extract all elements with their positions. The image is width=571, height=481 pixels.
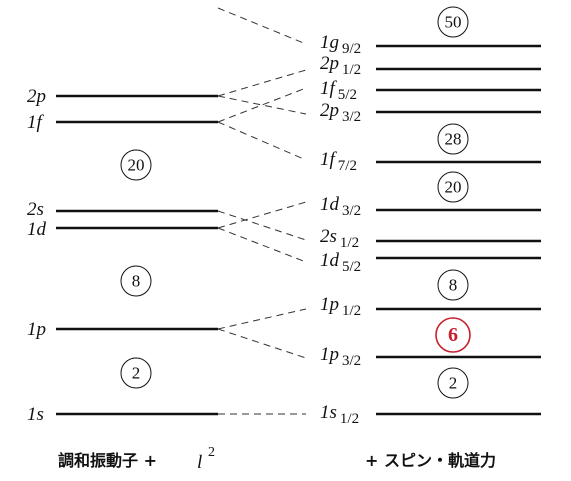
connector-1d-to-1d52 bbox=[217, 227, 307, 263]
magic-ring-50 bbox=[437, 6, 469, 38]
level-label-1p: 1p bbox=[27, 319, 46, 340]
magic-number-2-left: 2 bbox=[132, 364, 141, 383]
connector-1d-to-1d32 bbox=[217, 201, 307, 229]
magic-number-8-right: 8 bbox=[449, 276, 458, 295]
left-caption-text: 調和振動子 + bbox=[58, 451, 157, 470]
magic-ring-20-right bbox=[437, 171, 469, 203]
captions: 調和振動子 + l 2 + スピン・軌道力 bbox=[58, 445, 496, 473]
magic-ring-2-left bbox=[120, 357, 152, 389]
connector-lines bbox=[217, 7, 307, 415]
connector-1p-to-1p32 bbox=[217, 328, 307, 359]
connector-1f-to-1f52 bbox=[217, 87, 307, 123]
magic-ring-28 bbox=[437, 123, 469, 155]
connector-1f-to-1f72 bbox=[217, 121, 307, 161]
magic-number-2-right: 2 bbox=[449, 374, 458, 393]
magic-number-28: 28 bbox=[445, 130, 462, 149]
level-label-2s: 2s bbox=[27, 199, 44, 220]
magic-ring-8-right bbox=[437, 269, 469, 301]
left-caption-l: l bbox=[197, 452, 202, 473]
magic-number-8-left: 8 bbox=[132, 272, 141, 291]
right-magic-numbers: 50 28 20 8 6 2 bbox=[435, 6, 471, 399]
connector-2s-to-2s12 bbox=[217, 210, 307, 241]
right-caption: + スピン・軌道力 bbox=[365, 451, 496, 470]
connector-continuation bbox=[217, 7, 307, 45]
connector-2p-to-2p32 bbox=[217, 95, 307, 115]
level-label-1s: 1s bbox=[27, 404, 44, 425]
magic-number-50: 50 bbox=[445, 13, 462, 32]
level-label-1f: 1f bbox=[27, 112, 45, 133]
connector-1p-to-1p12 bbox=[217, 308, 307, 330]
level-label-1d: 1d bbox=[27, 219, 47, 240]
magic-number-20-right: 20 bbox=[445, 178, 462, 197]
left-caption-superscript: 2 bbox=[208, 445, 215, 460]
magic-ring-2-right bbox=[437, 367, 469, 399]
magic-ring-6-highlight bbox=[435, 317, 471, 353]
connector-2p-to-2p12 bbox=[217, 69, 307, 97]
left-levels: 2p 1f 2s 1d 1p 1s bbox=[27, 86, 218, 425]
magic-ring-20-left bbox=[120, 149, 152, 181]
level-label-2p: 2p bbox=[27, 86, 46, 107]
magic-ring-8-left bbox=[120, 265, 152, 297]
magic-number-6-highlight: 6 bbox=[448, 324, 458, 346]
magic-number-20-left: 20 bbox=[128, 156, 145, 175]
left-magic-numbers: 20 8 2 bbox=[120, 149, 152, 389]
